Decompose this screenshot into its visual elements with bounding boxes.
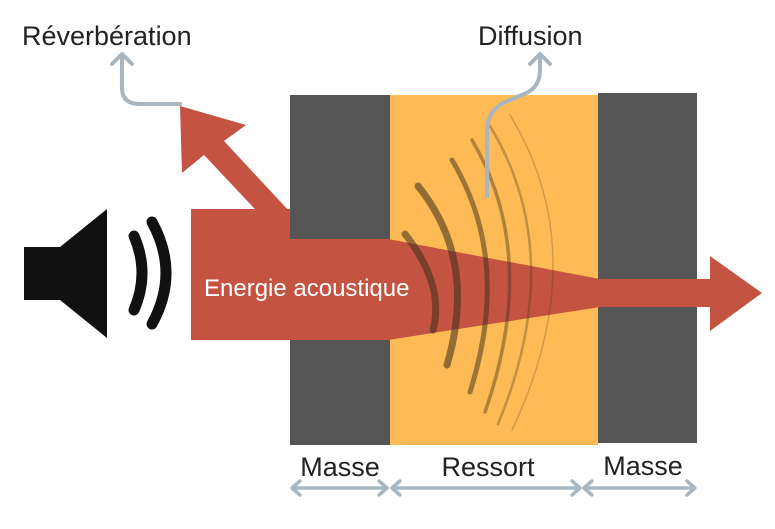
- spring-label: Ressort: [441, 452, 535, 482]
- energy-label: Energie acoustique: [204, 275, 409, 302]
- leader-lines: [110, 52, 552, 198]
- dim-head-mass-left-b: [377, 479, 389, 497]
- mass-right-block: [598, 93, 697, 443]
- energy-arrow: [180, 106, 762, 340]
- dim-head-spring-a: [390, 479, 402, 497]
- diffusion-leader: [485, 54, 542, 198]
- dimension-arrows: [290, 479, 697, 497]
- dim-head-mass-right-b: [685, 479, 697, 497]
- diffusion-label: Diffusion: [478, 21, 583, 51]
- mass-right-label: Masse: [603, 451, 683, 481]
- dim-head-mass-left-a: [290, 479, 302, 497]
- diffusion-leader-head: [528, 52, 552, 66]
- diffusion-waves: [401, 114, 554, 431]
- speaker-wave-large: [146, 216, 172, 330]
- transmitted-arrow-shaft: [597, 279, 717, 307]
- reflection-arrow: [180, 106, 290, 225]
- incident-energy-body: [191, 209, 600, 340]
- mass-left-label: Masse: [300, 452, 380, 482]
- reverberation-leader: [120, 54, 182, 106]
- dim-head-mass-right-a: [582, 479, 594, 497]
- transmitted-arrow-head: [710, 256, 762, 331]
- dim-head-spring-b: [570, 479, 582, 497]
- wave-arc-1: [401, 230, 440, 334]
- wave-arc-2: [414, 182, 462, 369]
- wave-arc-5: [488, 124, 533, 426]
- wave-arc-3: [449, 157, 490, 395]
- speaker-icon: [24, 209, 172, 338]
- speaker-body: [24, 209, 107, 338]
- wave-arc-6: [509, 114, 554, 431]
- reverberation-leader-head: [110, 52, 134, 66]
- reverberation-label: Réverbération: [22, 21, 192, 51]
- speaker-wave-small: [128, 230, 148, 316]
